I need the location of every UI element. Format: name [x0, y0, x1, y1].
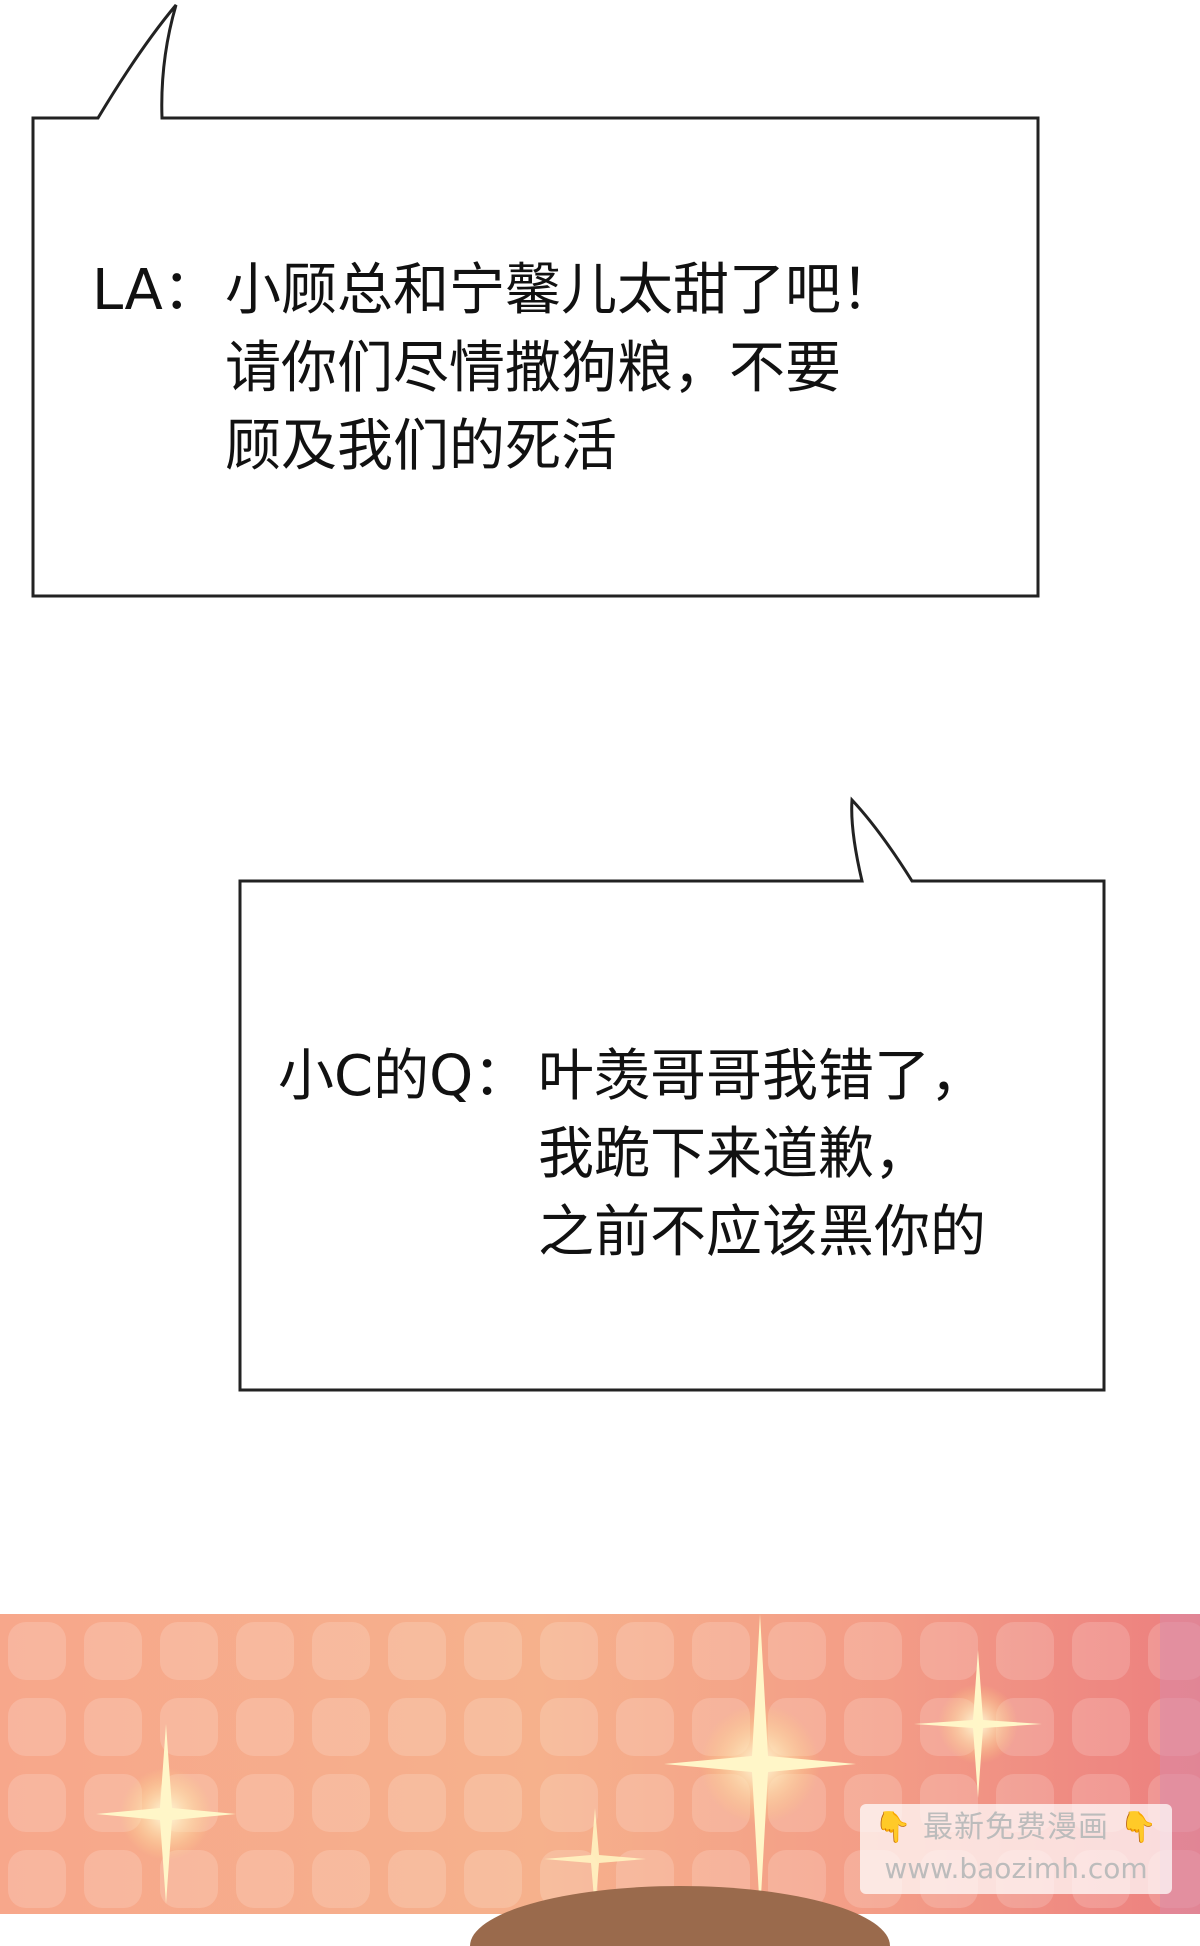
pointing-down-hand-icon: 👇: [874, 1810, 913, 1845]
speech-bubble-1: [31, 4, 1040, 598]
watermark-title: 最新免费漫画: [923, 1810, 1109, 1845]
watermark-badge[interactable]: 👇 最新免费漫画 👇 www.baozimh.com: [860, 1804, 1172, 1894]
bubble2-line-1: 叶羡哥哥我错了，: [538, 1044, 986, 1109]
speech-bubble-2: [238, 796, 1106, 1392]
pointing-down-hand-icon: 👇: [1119, 1810, 1158, 1845]
watermark-url[interactable]: www.baozimh.com: [884, 1852, 1148, 1885]
sparkle-icon: [914, 1650, 1042, 1798]
bubble1-speaker: LA：: [92, 258, 219, 323]
bubble1-line-1: 小顾总和宁馨儿太甜了吧！: [225, 258, 897, 323]
bubble2-speaker: 小C的Q：: [278, 1044, 530, 1109]
sparkle-icon: [96, 1724, 236, 1904]
sparkle-icon: [664, 1614, 856, 1914]
bubble2-line-2: 我跪下来道歉，: [538, 1122, 930, 1187]
bubble1-line-2: 请你们尽情撒狗粮，不要: [225, 336, 841, 401]
bubble2-line-3: 之前不应该黑你的: [538, 1200, 986, 1265]
sparkle-icon: [544, 1808, 646, 1910]
bubble1-line-3: 顾及我们的死活: [225, 414, 617, 479]
